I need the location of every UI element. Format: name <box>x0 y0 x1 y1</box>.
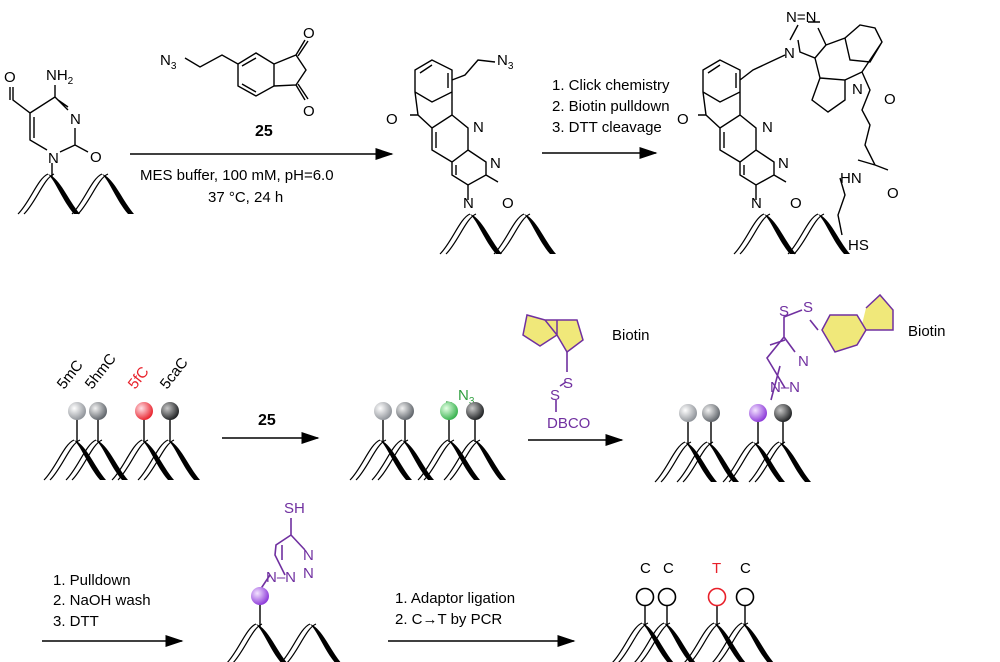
atom-n: N <box>798 353 809 370</box>
base-5mC <box>68 402 86 420</box>
label-biotin-product: Biotin <box>908 323 946 340</box>
label-5fC: 5fC <box>125 363 153 392</box>
arrow-label-25: 25 <box>258 412 276 429</box>
step-dtt: 3. DTT <box>53 613 99 630</box>
atom-o-bottom: O <box>303 103 315 120</box>
atom-n: N <box>778 155 789 172</box>
base-5fC <box>135 402 153 420</box>
label-biotin-reagent: Biotin <box>612 327 650 344</box>
atom-aldehyde-o: O <box>4 69 16 86</box>
reagent-dbco-ss-biotin: S S DBCO Biotin <box>522 314 650 432</box>
base-5caC <box>161 402 179 420</box>
atom-hn: HN <box>840 170 862 187</box>
compound-number-25: 25 <box>255 123 273 140</box>
atom-s: S <box>803 299 813 316</box>
atom-amide-o: O <box>884 91 896 108</box>
label-dbco: DBCO <box>547 415 590 432</box>
dna-thiol-triazole: SH N N N–N <box>225 500 343 662</box>
base-azide-tagged <box>440 402 458 420</box>
atom-n: N <box>762 119 773 136</box>
atom-amide2-o: O <box>887 185 899 202</box>
base-biotin-tagged <box>749 404 767 422</box>
atom-o: O <box>790 195 802 212</box>
base-5hmC <box>89 402 107 420</box>
readout-t: T <box>712 560 721 577</box>
structure-click-product: O N N N O N=N N N O HN O HS <box>677 9 899 255</box>
reagent-25-structure: N3 O O 25 <box>160 25 315 140</box>
dna-sequencing-readout: C C T C <box>611 560 775 662</box>
atom-ketone-o: O <box>677 111 689 128</box>
conditions-temp-time: 37 °C, 24 h <box>208 189 283 206</box>
atom-n: N <box>303 565 314 582</box>
atom-o: O <box>502 195 514 212</box>
atom-s: S <box>550 387 560 404</box>
atom-n: N–N <box>266 569 296 586</box>
atom-ketone-o: O <box>386 111 398 128</box>
atom-n: N <box>303 547 314 564</box>
step-pulldown: 1. Pulldown <box>53 572 131 589</box>
label-5hmC: 5hmC <box>82 350 120 392</box>
atom-n: N <box>463 195 474 212</box>
atom-n: N–N <box>770 379 800 396</box>
atom-azide: N3 <box>497 52 514 72</box>
step-c-to-t-pcr: 2. C→T by PCR <box>395 611 502 628</box>
label-5mC: 5mC <box>54 357 87 393</box>
dna-modified-bases: 5mC 5hmC 5fC 5caC <box>43 350 201 481</box>
dna-biotinylated: S S N N–N Biotin <box>654 293 946 483</box>
structure-azide-adduct: O N N N O N3 <box>386 52 557 255</box>
dna-azide-labelled: N3 <box>349 387 507 481</box>
step-click-chemistry: 1. Click chemistry <box>552 77 670 94</box>
atom-o-top: O <box>303 25 315 42</box>
atom-triazole-n: N=N <box>786 9 816 26</box>
base-thiol-tagged <box>251 587 269 605</box>
atom-carbonyl-o: O <box>90 149 102 166</box>
atom-nh2: NH2 <box>46 67 74 87</box>
atom-triazole-n1: N <box>784 45 795 62</box>
atom-n: N <box>490 155 501 172</box>
atom-n: N <box>751 195 762 212</box>
step-biotin-pulldown: 2. Biotin pulldown <box>552 98 670 115</box>
atom-n3: N <box>70 111 81 128</box>
atom-amide-n: N <box>852 81 863 98</box>
step-naoh-wash: 2. NaOH wash <box>53 592 151 609</box>
conditions-buffer: MES buffer, 100 mM, pH=6.0 <box>140 167 334 184</box>
structure-5fc-nucleoside: O NH2 N N O <box>4 67 135 215</box>
atom-s: S <box>779 303 789 320</box>
label-sh: SH <box>284 500 305 517</box>
atom-hs: HS <box>848 237 869 254</box>
atom-s: S <box>563 375 573 392</box>
atom-azide-25: N3 <box>160 52 177 72</box>
readout-c2: C <box>663 560 674 577</box>
readout-c3: C <box>740 560 751 577</box>
label-5caC: 5caC <box>157 354 192 392</box>
atom-n: N <box>473 119 484 136</box>
step-adaptor-ligation: 1. Adaptor ligation <box>395 590 515 607</box>
step-dtt-cleavage: 3. DTT cleavage <box>552 119 662 136</box>
base-converted-t <box>707 587 727 607</box>
readout-c1: C <box>640 560 651 577</box>
atom-n1: N <box>48 150 59 167</box>
